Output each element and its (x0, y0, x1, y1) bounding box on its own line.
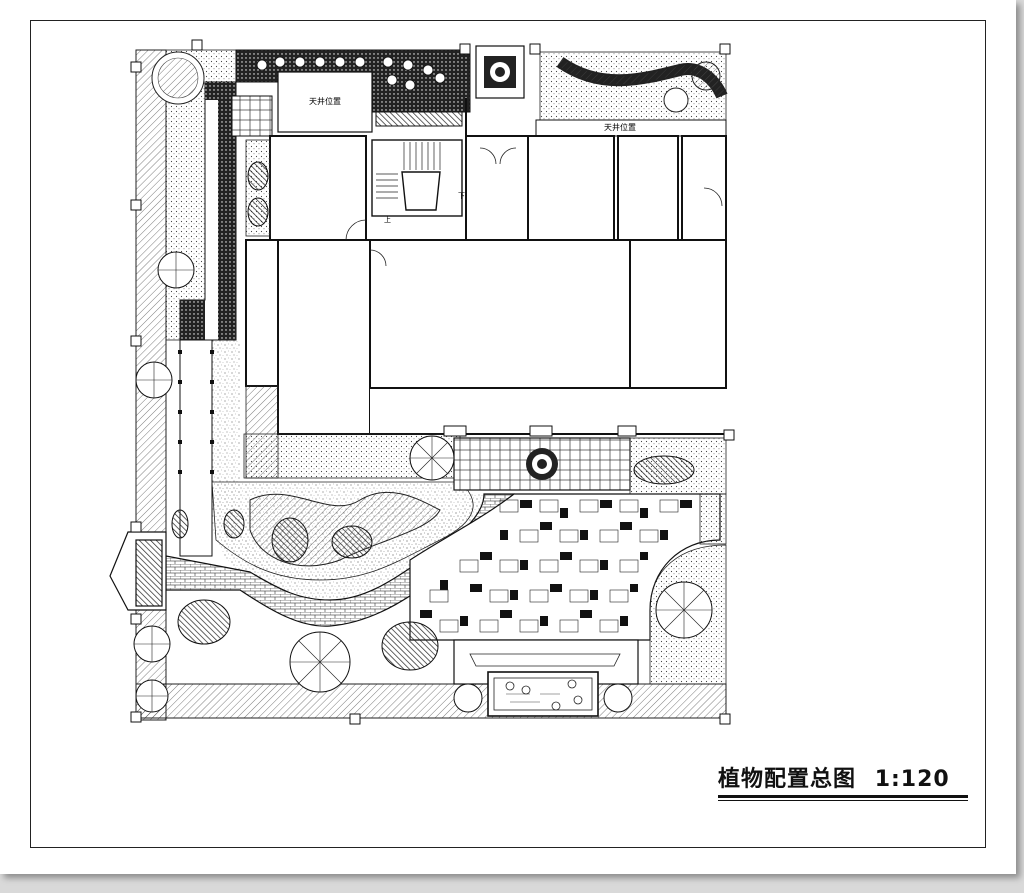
drawing-sheet: 天井位置 天井位置 (0, 0, 1016, 874)
stair-down-label: 下 (458, 192, 465, 200)
title-underline-thin (718, 800, 968, 801)
drawing-title: 植物配置总图 (718, 767, 857, 792)
skywell-right-label: 天井位置 (604, 122, 636, 132)
drawing-border (30, 20, 986, 848)
landscape-plan: 天井位置 天井位置 (109, 39, 735, 725)
title-block: 植物配置总图 1:120 (718, 766, 968, 801)
title-underline-thick (718, 795, 968, 798)
title-row: 植物配置总图 1:120 (718, 766, 968, 794)
stair-up-label: 上 (384, 215, 391, 224)
skywell-left-label: 天井位置 (309, 96, 341, 106)
drawing-scale: 1:120 (874, 767, 950, 792)
